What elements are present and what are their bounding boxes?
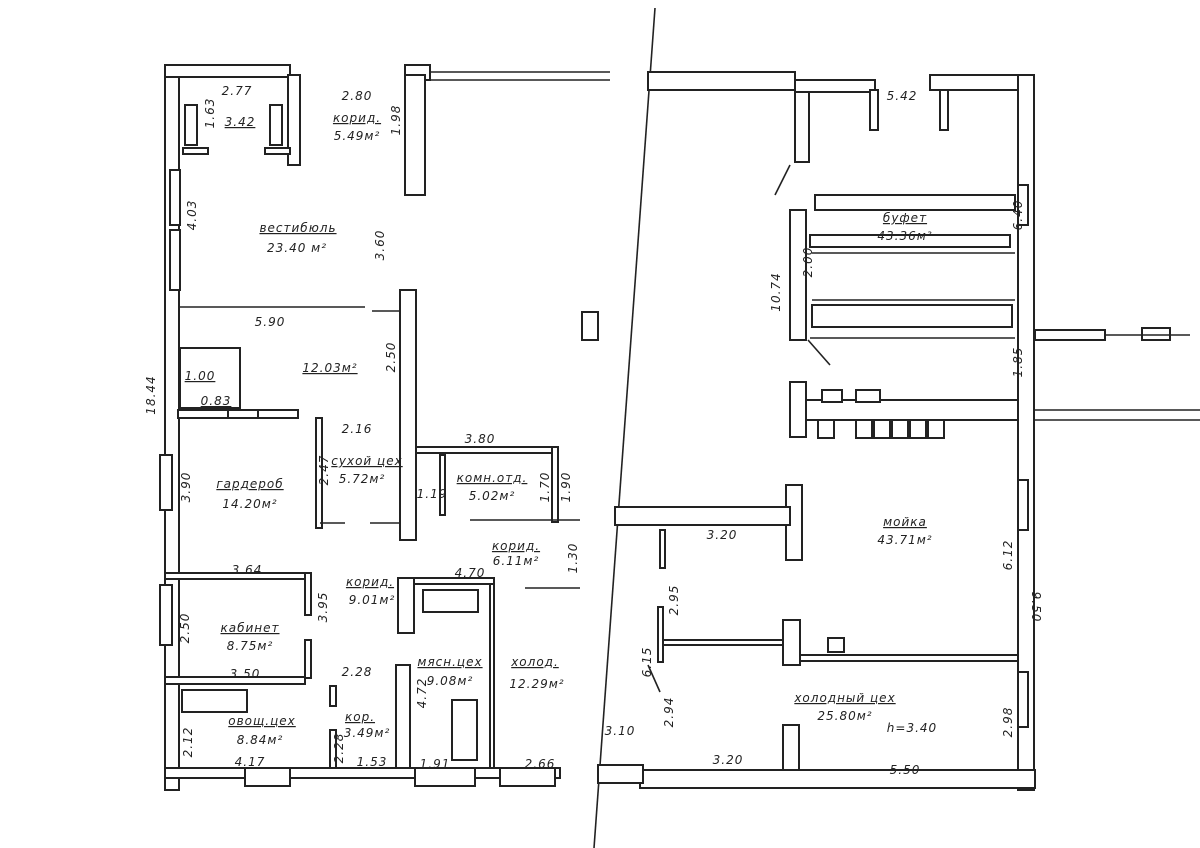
dim-label: 2.16 [342,422,373,436]
dim-label: 3.90 [179,472,193,503]
dim-label: 9.50 [1029,592,1043,623]
dim-label: 2.28 [342,665,373,679]
area-label: 43.36м² [877,229,932,243]
room-name: корид. [333,111,381,125]
room-name: гардероб [216,477,283,491]
dim-label: 10.74 [769,272,783,311]
area-label: 3.49м² [344,726,391,740]
dim-label: 2.95 [667,585,681,616]
dim-label: 3.64 [232,563,263,577]
dim-label: 2.50 [384,342,398,373]
dim-label: 3.95 [316,592,330,623]
walls-left-block [159,64,610,791]
dim-label: 3.50 [230,667,261,681]
dim-label: 6.15 [640,647,654,678]
area-label: 12.29м² [509,677,564,691]
dim-label: 3.20 [707,528,738,542]
dim-label: 2.00 [801,247,815,278]
dim-label: 3.80 [465,432,496,446]
dim-label: 6.12 [1001,540,1015,571]
room-name: холодный цех [793,691,895,705]
area-label: 8.75м² [227,639,274,653]
sheet-seam-line [593,7,656,848]
area-label: 14.20м² [222,497,277,511]
area-label: 5.72м² [339,472,386,486]
area-label: 0.83 [201,394,232,408]
dim-label: 1.85 [1011,347,1025,378]
dim-label: 2.80 [342,89,373,103]
area-label: 6.11м² [493,554,540,568]
area-label: 23.40 м² [267,241,327,255]
room-name: корид. [346,575,394,589]
room-name: комн.отд. [457,471,528,485]
dim-label: 5.90 [255,315,286,329]
dim-label: 1.91 [420,757,451,771]
area-label: 1.00 [185,369,216,383]
area-label: 5.02м² [469,489,516,503]
dim-label: 3.20 [713,753,744,767]
area-label: 43.71м² [877,533,932,547]
room-name: кор. [345,710,375,724]
dim-label: 2.28 [332,733,346,764]
dim-label: 4.17 [235,755,266,769]
dim-label: 1.53 [357,755,388,769]
dim-label: 4.72 [415,678,429,709]
room-name: вестибюль [259,221,336,235]
dim-label: 18.44 [144,375,158,414]
dim-label: 1.90 [559,472,573,503]
area-label: 9.08м² [427,674,474,688]
area-label: 3.42 [225,115,256,129]
dim-label: 2.47 [317,455,331,486]
dim-label: 3.60 [373,230,387,261]
dim-label: 1.98 [389,105,403,136]
walls-right-block [597,71,1200,791]
area-label: 25.80м² [817,709,872,723]
dim-label: 1.30 [566,543,580,574]
area-label: 9.01м² [349,593,396,607]
height-label: h=3.40 [887,721,937,735]
dim-label: 4.03 [185,200,199,231]
dim-label: 2.94 [662,697,676,728]
area-label: 12.03м² [302,361,357,375]
room-name: сухой цех [331,454,402,468]
dim-label: 6.40 [1011,200,1025,231]
dim-label: 2.77 [222,84,253,98]
dim-label: 5.50 [890,763,921,777]
dim-label: 3.10 [605,724,636,738]
dim-label: 4.70 [455,566,486,580]
dim-label: 2.66 [525,757,556,771]
dim-label: 1.70 [538,472,552,503]
room-name: холод. [510,655,559,669]
room-name: корид. [492,539,540,553]
dim-label: 1.19 [417,487,448,501]
area-label: 5.49м² [334,129,381,143]
dim-label: 2.50 [178,613,192,644]
room-name: кабинет [220,621,279,635]
dim-label: 5.42 [887,89,918,103]
area-label: 8.84м² [237,733,284,747]
room-name: овощ.цех [228,714,296,728]
dim-label: 2.98 [1001,707,1015,738]
dim-label: 2.12 [181,727,195,758]
dim-label: 1.63 [203,98,217,129]
room-name: буфет [883,211,927,225]
room-name: мойка [883,515,927,529]
room-name: мясн.цех [417,655,482,669]
